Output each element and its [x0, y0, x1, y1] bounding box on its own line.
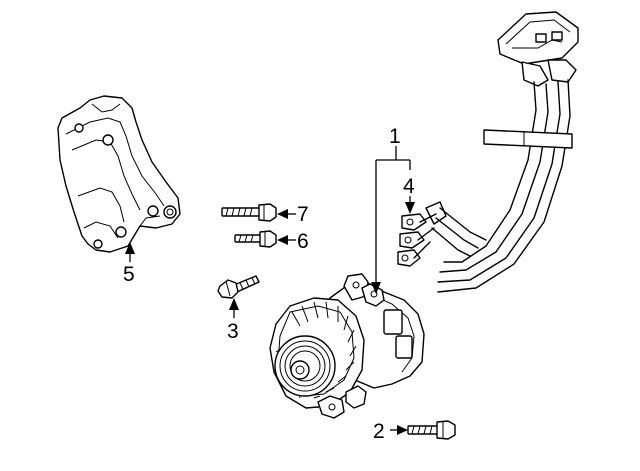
callout-7: 7 [297, 203, 309, 226]
short-bolt [234, 230, 277, 248]
callout-leaders [125, 146, 415, 435]
angled-bolt [217, 275, 260, 299]
wiring-harness [397, 11, 579, 293]
mounting-bracket [57, 95, 181, 253]
callout-6: 6 [297, 230, 309, 253]
callout-1: 1 [389, 125, 401, 148]
callout-4: 4 [403, 175, 415, 198]
callout-3: 3 [227, 320, 239, 343]
callout-2: 2 [373, 420, 385, 443]
alternator [269, 273, 425, 419]
alternator-bolt [407, 420, 456, 440]
callout-5: 5 [123, 263, 135, 286]
long-bolt [221, 203, 277, 222]
